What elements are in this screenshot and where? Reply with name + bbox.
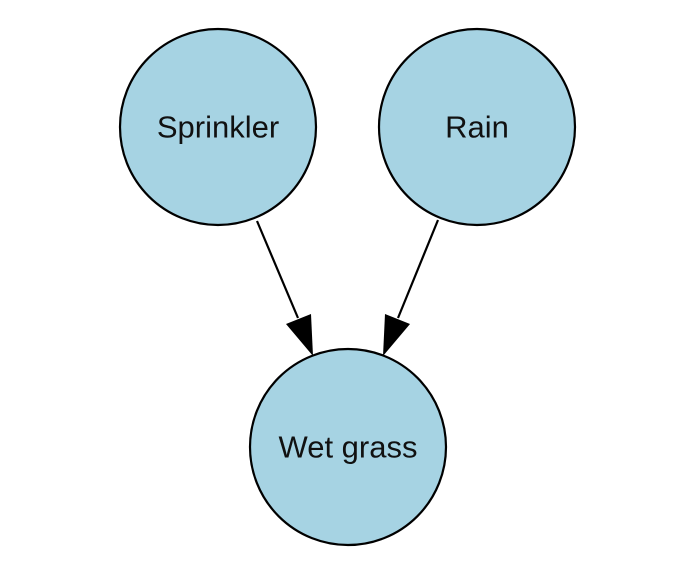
node-sprinkler[interactable]: Sprinkler	[118, 27, 318, 227]
node-wet-grass-circle	[248, 347, 448, 547]
node-wet-grass[interactable]: Wet grass	[248, 347, 448, 547]
edges	[255, 219, 440, 356]
node-wet-grass-label: Wet grass	[279, 430, 418, 465]
edge-sprinkler-to-wet-grass	[255, 220, 313, 356]
edge-line	[255, 220, 300, 319]
arrowhead-icon	[286, 314, 313, 356]
edge-rain-to-wet-grass	[383, 219, 440, 356]
node-rain[interactable]: Rain	[377, 27, 577, 227]
arrowhead-icon	[383, 314, 410, 356]
node-rain-circle	[377, 27, 577, 227]
edge-line	[396, 219, 440, 319]
node-sprinkler-circle	[118, 27, 318, 227]
node-rain-label: Rain	[445, 110, 509, 145]
node-sprinkler-label: Sprinkler	[157, 110, 279, 145]
